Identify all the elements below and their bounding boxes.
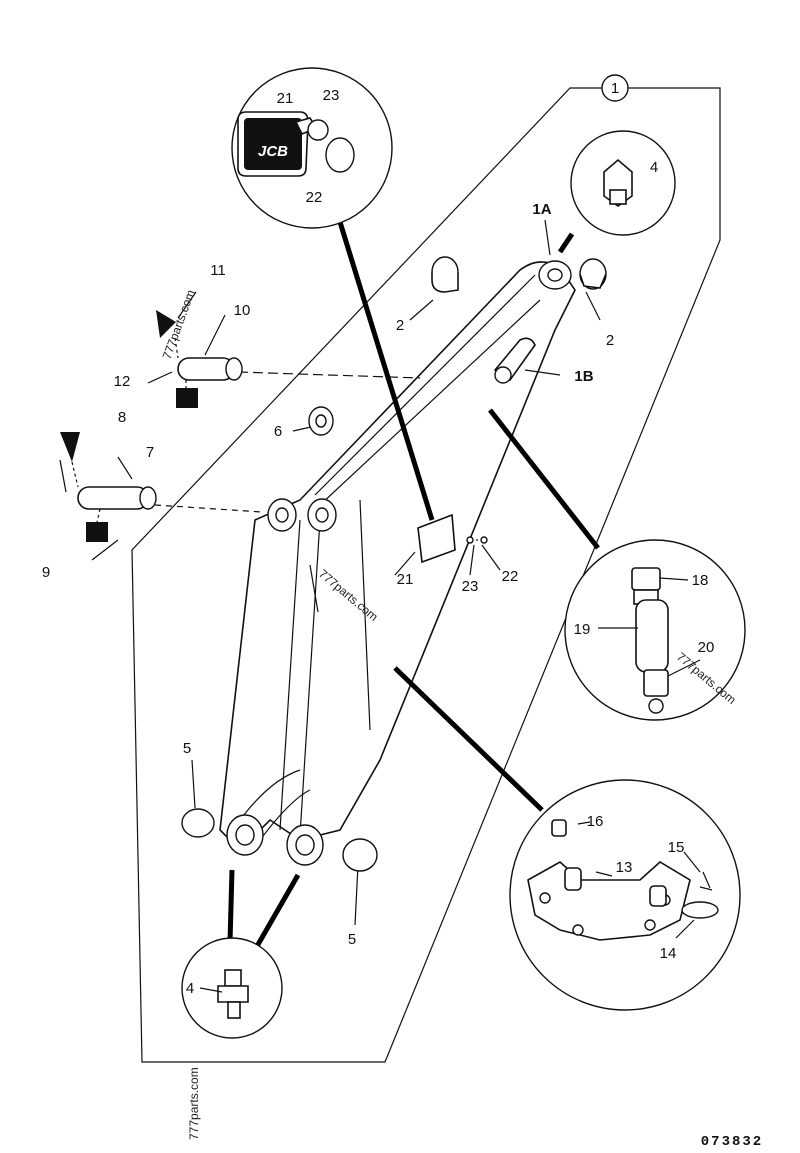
bush-5-right: [342, 838, 378, 872]
bush-2-left: [431, 256, 459, 293]
dipper-arm: [219, 260, 576, 866]
watermark-4: 777parts.com: [187, 1067, 201, 1140]
pin-7: [77, 486, 157, 510]
callout-22-top: 22: [306, 189, 323, 206]
callout-7: 7: [146, 444, 154, 461]
callout-1a: 1A: [532, 201, 551, 218]
bush-5-left: [181, 808, 215, 838]
kit-boundary: [131, 87, 721, 1063]
detail-circle-grease-nipple-top: [570, 130, 676, 236]
callout-4-top: 4: [650, 159, 658, 176]
bolt-8-icon: [60, 432, 80, 462]
callout-16: 16: [587, 813, 604, 830]
callout-9: 9: [42, 564, 50, 581]
callout-20: 20: [698, 639, 715, 656]
bush-2-right: [579, 258, 607, 290]
bolt-11-icon: [156, 310, 176, 338]
callout-22-bottom: 22: [502, 568, 519, 585]
callout-23-bottom: 23: [462, 578, 479, 595]
callout-13: 13: [616, 859, 633, 876]
nut-9-icon: [86, 522, 108, 542]
callout-19: 19: [574, 621, 591, 638]
callout-8: 8: [118, 409, 126, 426]
jcb-logo: JCB: [258, 143, 288, 160]
callout-23-top: 23: [323, 87, 340, 104]
callout-10: 10: [234, 302, 251, 319]
callout-2-left: 2: [396, 317, 404, 334]
drawing-number: 073832: [701, 1134, 763, 1150]
callout-12: 12: [114, 373, 131, 390]
pin-10: [177, 357, 243, 381]
callout-labels: 1 1A 1B 2 2 4 4 5 5 6 7 8 9 10 11 12 13 …: [42, 74, 715, 997]
detail-circle-grease-nipple-bottom: [181, 937, 283, 1039]
detail-circle-bracket: [509, 779, 741, 1011]
detail-circle-decal: JCB: [231, 67, 393, 229]
callout-4-bottom: 4: [186, 980, 194, 997]
callout-14: 14: [660, 945, 677, 962]
nut-12-icon: [176, 388, 198, 408]
callout-15: 15: [668, 839, 685, 856]
callout-1: 1: [611, 80, 619, 97]
callout-1b: 1B: [574, 368, 593, 385]
detail-circle-ram: [564, 539, 746, 721]
callout-5-bottom: 5: [348, 931, 356, 948]
callout-21-bottom: 21: [397, 571, 414, 588]
callout-11: 11: [210, 262, 226, 279]
bush-6: [308, 406, 334, 436]
callout-21-top: 21: [277, 90, 294, 107]
callout-2-right: 2: [606, 332, 614, 349]
detail-connectors: [227, 221, 600, 950]
callout-5-top: 5: [183, 740, 191, 757]
callout-18: 18: [692, 572, 709, 589]
leader-lines: [59, 164, 616, 926]
callout-6: 6: [274, 423, 282, 440]
